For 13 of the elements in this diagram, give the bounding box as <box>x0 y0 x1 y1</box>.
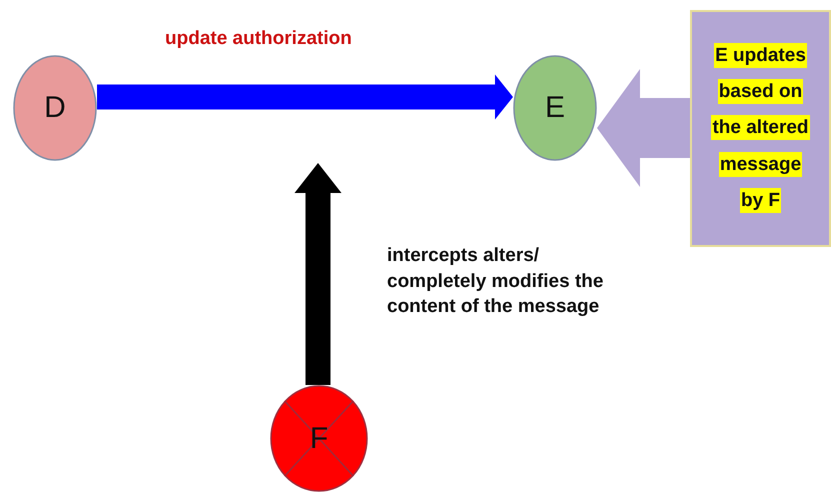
node-letter: D <box>44 91 66 125</box>
block-arrow <box>597 69 690 187</box>
node-letter: E <box>544 91 565 125</box>
circle-node <box>270 385 368 492</box>
block-arrow <box>97 74 513 120</box>
circle-node <box>513 55 597 161</box>
callout-box <box>690 10 831 247</box>
node-letter: F <box>310 422 328 456</box>
circle-node <box>13 55 97 161</box>
callout-text: E updates based on the altered message by F <box>710 42 811 215</box>
block-arrow <box>294 163 342 385</box>
edge-label: intercepts alters/ completely modifies the content of the message <box>387 244 604 320</box>
edge-label: update authorization <box>165 27 353 51</box>
